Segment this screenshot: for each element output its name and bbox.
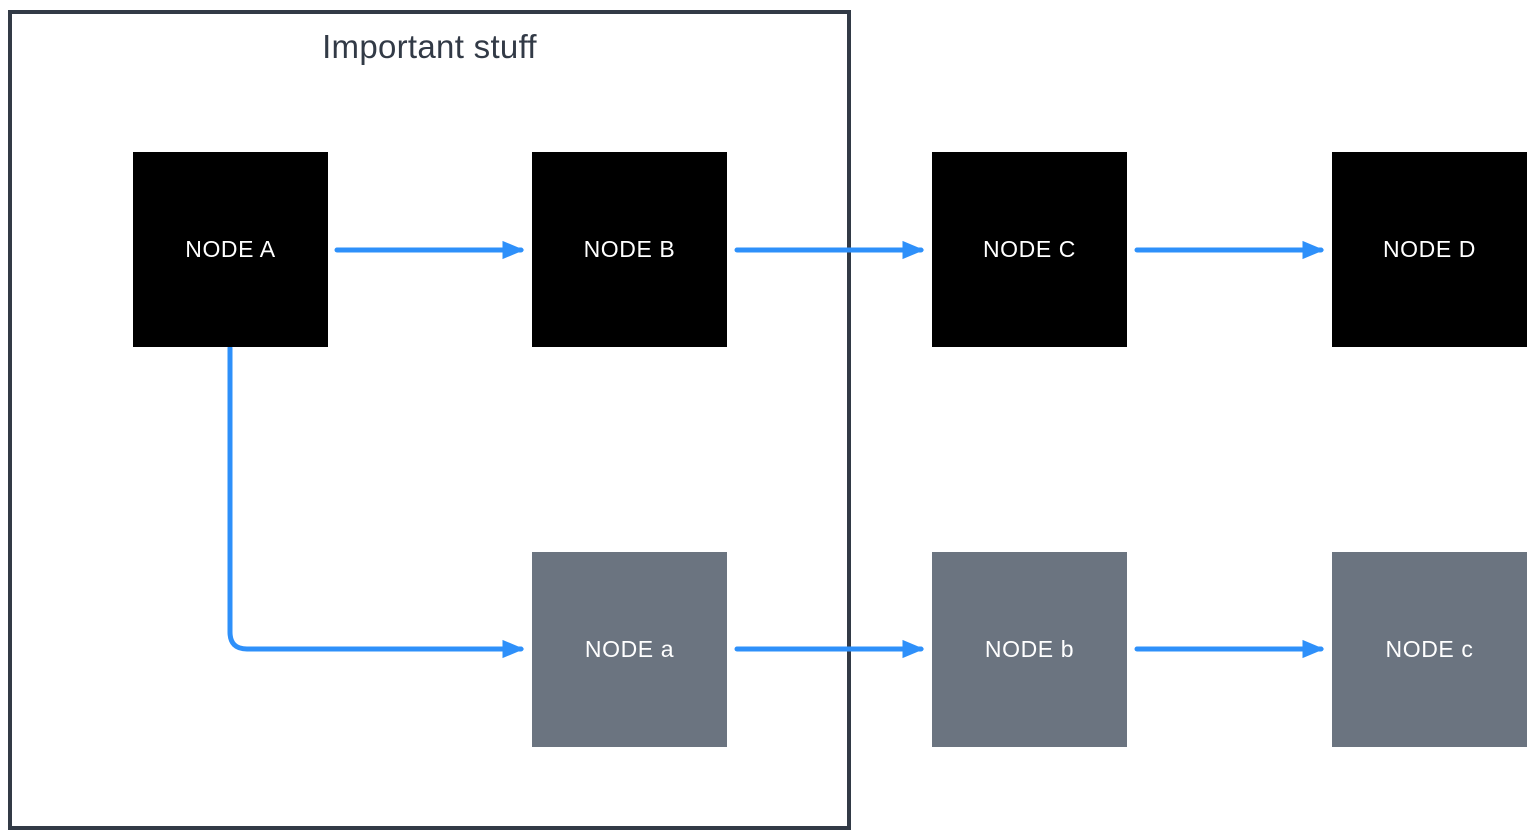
node-c-lower[interactable]: NODE c xyxy=(1332,552,1527,747)
group-title: Important stuff xyxy=(322,28,537,65)
node-D-label: NODE D xyxy=(1382,236,1477,262)
group-box-important-stuff[interactable]: Important stuff xyxy=(8,10,851,830)
node-c-lower-label: NODE c xyxy=(1385,636,1474,662)
node-D[interactable]: NODE D xyxy=(1332,152,1527,347)
node-B[interactable]: NODE B xyxy=(532,152,727,347)
node-b-lower[interactable]: NODE b xyxy=(932,552,1127,747)
node-b-lower-label: NODE b xyxy=(984,636,1075,662)
node-C-label: NODE C xyxy=(982,236,1077,262)
node-a-lower-label: NODE a xyxy=(584,636,675,662)
node-C[interactable]: NODE C xyxy=(932,152,1127,347)
node-A-label: NODE A xyxy=(185,236,276,262)
node-B-label: NODE B xyxy=(583,236,676,262)
node-A[interactable]: NODE A xyxy=(133,152,328,347)
node-a-lower[interactable]: NODE a xyxy=(532,552,727,747)
